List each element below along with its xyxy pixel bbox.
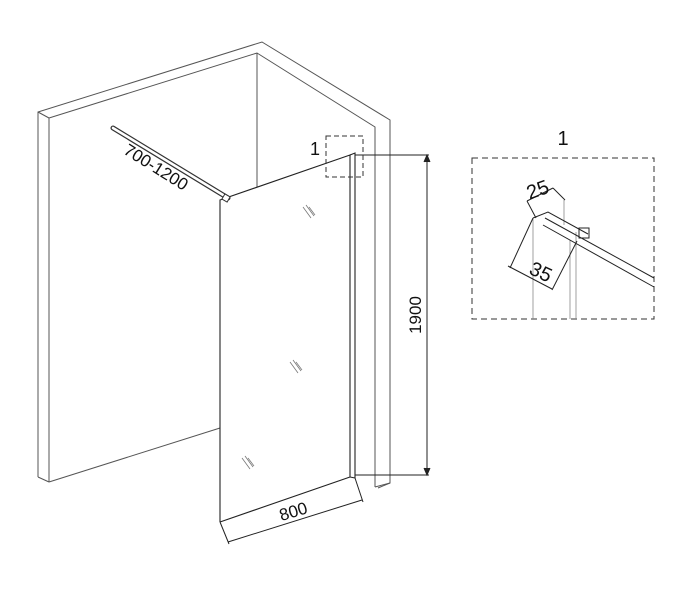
floor-line [48, 427, 221, 483]
wall-bottom-edge [37, 476, 50, 483]
glass-panel [219, 152, 356, 523]
detail-marker-label: 1 [310, 139, 320, 159]
detail-inset: 1 25 35 [471, 128, 655, 320]
wall-inner-outline [48, 52, 376, 487]
glass-reflection-marks [241, 204, 316, 470]
width-dimension [219, 477, 364, 545]
profile-depth-label: 35 [526, 258, 555, 287]
height-label: 1900 [406, 296, 425, 334]
height-dimension [355, 153, 431, 477]
detail-marker-box [325, 135, 364, 178]
detail-title: 1 [557, 128, 568, 150]
detail-box [471, 157, 655, 320]
wall-outer-outline [37, 41, 391, 489]
wall-edge [37, 111, 50, 119]
walls [37, 41, 391, 489]
width-label: 800 [277, 499, 310, 525]
glass-edge [349, 152, 356, 479]
wall-bottom-edge-right [374, 482, 391, 488]
support-rod [110, 125, 231, 203]
glass-outline [219, 154, 351, 523]
